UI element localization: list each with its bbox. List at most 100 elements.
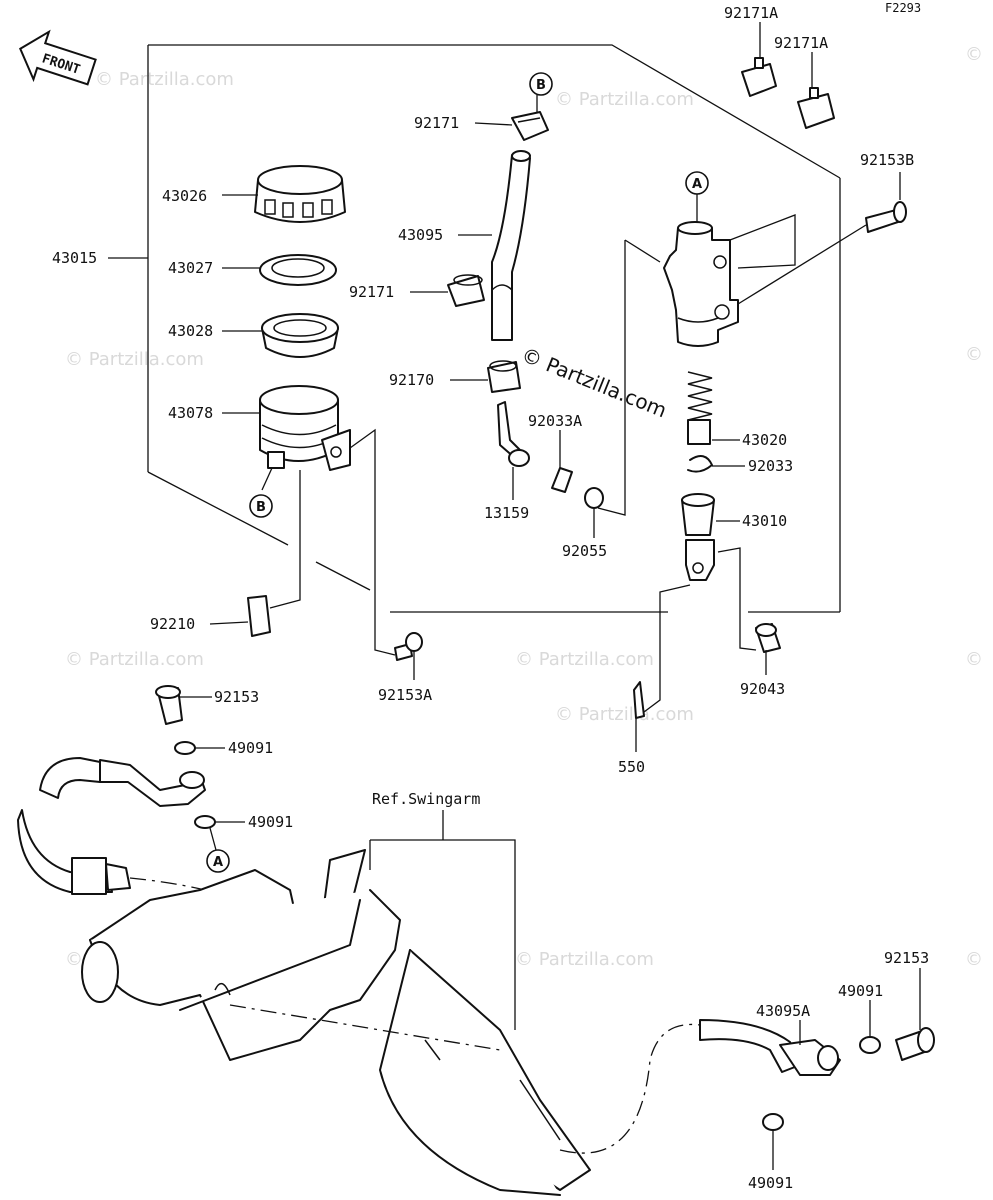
group-outline [315,561,371,591]
clamp-92171a-2 [797,87,835,129]
part-label-43027: 43027 [168,259,213,277]
part-label-43015: 43015 [52,249,97,267]
banjo-bolt-right [895,1027,935,1061]
part-label-550: 550 [618,758,645,776]
group-outline [148,44,841,179]
watermark-symbol: © [965,649,983,670]
part-label-92043: 92043 [740,680,785,698]
washer [174,741,196,755]
hose-elbow [497,401,530,467]
callout-b-top: B [529,72,553,96]
part-label-92171: 92171 [414,114,459,132]
svg-text:A: A [213,855,223,870]
part-label-92153a: 92153A [378,686,432,704]
watermark: © Partzilla.com [515,649,654,670]
part-label-92171: 92171 [349,283,394,301]
part-label-43078: 43078 [168,404,213,422]
leader [624,239,661,263]
washer [762,1113,784,1131]
leader [597,240,626,516]
part-labels: 92171A 92171A 92153B 92171 43026 43095 4… [52,4,929,1192]
banjo-bolt-left [155,685,183,725]
pin-92043 [755,623,781,653]
leader [737,224,867,305]
spring [687,371,713,445]
watermark: © Partzilla.com [555,89,694,110]
reservoir-cap [254,165,346,223]
brake-hose-right [699,1019,841,1076]
svg-text:B: B [256,500,266,515]
part-label-49091: 49091 [248,813,293,831]
hose-clip-top [511,111,549,141]
watermark-symbol: © [965,344,983,365]
master-cylinder-body [663,221,739,347]
copyright-text: © Partzilla.com [518,342,670,422]
part-label-92171a: 92171A [774,34,828,52]
leader [717,547,757,651]
part-label-43026: 43026 [162,187,207,205]
nut-92210 [247,595,271,637]
push-rod [681,493,715,581]
part-label-49091: 49091 [838,982,883,1000]
svg-text:B: B [536,78,546,93]
group-outline [147,471,289,546]
hose-route [559,1023,701,1154]
brake-hose-left [17,757,206,895]
watermark: © Partzilla.com [555,704,694,725]
watermark: © Partzilla.com [515,949,654,970]
watermark: © Partzilla.com [65,349,204,370]
swingarm [81,849,591,1196]
watermark-symbol: © [965,949,983,970]
part-label-92055: 92055 [562,542,607,560]
diagram-code: F2293 [885,1,921,15]
part-label-43095: 43095 [398,226,443,244]
reservoir-hose [491,150,531,341]
svg-text:A: A [692,177,702,192]
part-label-92153b: 92153B [860,151,914,169]
cotter-pin [633,681,645,719]
o-ring [584,487,604,509]
part-label-13159: 13159 [484,504,529,522]
part-label-92170: 92170 [389,371,434,389]
callout-b-bottom: B [249,494,273,518]
part-label-43028: 43028 [168,322,213,340]
bolt-92153b [865,201,907,233]
reservoir-tank [259,385,351,471]
front-arrow-icon: FRONT [19,29,97,86]
callout-a-top: A [685,171,709,195]
snap-ring [687,455,713,473]
center-line [229,1004,501,1051]
part-label-92153: 92153 [214,688,259,706]
leader [269,470,301,609]
leader [643,584,691,713]
hose-clip-mid [447,274,485,307]
leader-ref-swingarm [370,839,516,1030]
leader [349,428,396,656]
circlip [551,467,573,493]
clamp-92171a-1 [741,57,777,97]
part-label-43095a: 43095A [756,1002,810,1020]
diaphragm-plate [259,254,337,286]
part-label-49091: 49091 [748,1174,793,1192]
ref-swingarm-label: Ref.Swingarm [372,790,480,808]
part-label-43010: 43010 [742,512,787,530]
part-label-92033: 92033 [748,457,793,475]
watermark: © Partzilla.com [95,69,234,90]
part-label-92153: 92153 [884,949,929,967]
part-label-92210: 92210 [150,615,195,633]
callout-a-bottom: A [206,849,230,873]
diaphragm [261,313,339,358]
hose-clip-lower [487,360,521,393]
part-label-92033a: 92033A [528,412,582,430]
bolt-92153a [394,632,423,661]
washer [194,815,216,829]
label-leaders [180,22,921,1170]
part-label-92171a: 92171A [724,4,778,22]
washer [859,1036,881,1054]
watermark: © Partzilla.com [65,649,204,670]
part-label-49091: 49091 [228,739,273,757]
watermark-symbol: © [965,44,983,65]
part-label-43020: 43020 [742,431,787,449]
